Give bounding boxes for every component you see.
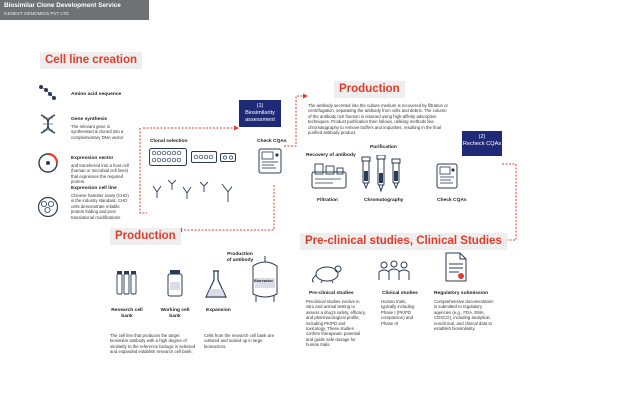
production-desc-right: Cells from the research cell bank are cu… (204, 333, 274, 349)
expression-vector-desc: and transferred into a host cell (human … (71, 163, 129, 185)
check-cqas-label-1: Check CQAs (257, 139, 287, 144)
gene-synthesis-desc: The relevant gene is synthesised & clone… (71, 124, 124, 140)
clinical-title: Clinical studies (382, 291, 418, 296)
expression-cell-line-desc: Chinese hamster ovary (CHO) is the indus… (71, 193, 129, 220)
research-cell-bank-icon (116, 271, 137, 295)
plasmid-vector-icon (38, 152, 59, 173)
clinical-desc: Human trials, typically including Phase … (381, 299, 415, 326)
antibody-cluster-icon (152, 180, 232, 202)
expression-vector-title: Expression vector (71, 156, 114, 161)
analyzer-icon-1 (258, 148, 282, 174)
gene-synthesis-title: Gene synthesis (71, 117, 108, 122)
clinical-people-icon (378, 260, 410, 280)
recheck-number: (2) (478, 134, 486, 140)
preclinical-title: Pre-clinical studies (309, 291, 354, 296)
arrow-check-to-production-bottom (177, 185, 275, 233)
working-cell-bank-label: Working cell bank (160, 308, 190, 319)
filtration-label: Filtration (317, 198, 338, 203)
research-cell-bank-label: Research cell bank (111, 308, 143, 319)
amino-acid-label: Amino acid sequence (71, 92, 122, 97)
biosimilarity-number: (1) (256, 103, 264, 109)
bioreactor-label: Bioreactor (254, 279, 273, 283)
well-plate-tiny-icon (220, 153, 236, 162)
section-title-cell-line: Cell line creation (40, 52, 143, 69)
production-desc-left: The cell line that produces the target b… (110, 333, 196, 355)
biosimilarity-label: Biosimilarity assessment (245, 110, 275, 123)
production-of-antibody-label: Production of antibody (226, 252, 254, 263)
clonal-selection-label: Clonal selection (150, 139, 188, 144)
analyzer-icon-2 (436, 163, 458, 189)
cell-culture-icon (37, 196, 59, 218)
preclinical-desc: Preclinical studies involve in vitro and… (306, 299, 366, 348)
expansion-label: Expansion (206, 308, 231, 313)
section-title-preclinical: Pre-clinical studies, Clinical Studies (300, 233, 507, 250)
bioreactor-icon (252, 256, 278, 302)
check-cqas-label-2: Check CQAs (437, 198, 467, 203)
arrow-recheck-to-preclinical (487, 163, 517, 243)
working-cell-bank-icon (167, 270, 183, 297)
recheck-badge: (2) Recheck CQAs (462, 131, 502, 156)
production-description: The antibody secreted into the culture m… (308, 103, 448, 136)
header-title: Biosimilar Clone Development Service (4, 2, 121, 9)
biosimilarity-badge: (1) Biosimilarity assessment (239, 100, 281, 127)
amino-acid-icon (39, 85, 56, 100)
expansion-flask-icon (205, 270, 227, 298)
regulatory-desc: Comprehensive documentation is submitted… (434, 299, 494, 332)
expression-cell-line-title: Expression cell line (71, 186, 117, 191)
chromatography-icon (361, 155, 401, 193)
well-plate-small-icon (191, 151, 217, 163)
recovery-label: Recovery of antibody (306, 153, 356, 158)
header-company: GENEXT GENOMICS PVT LTD (4, 11, 69, 16)
arrow-cell-to-clonal (139, 128, 147, 214)
filtration-icon (311, 163, 347, 189)
dna-icon (40, 114, 56, 134)
purification-label: Purification (370, 145, 397, 150)
well-plate-icon (149, 148, 187, 166)
chromatography-label: Chromatography (364, 198, 404, 203)
arrow-check-to-production (284, 93, 308, 147)
lab-mouse-icon (312, 265, 342, 283)
section-title-production-bottom: Production (110, 228, 181, 245)
header-banner: Biosimilar Clone Development Service GEN… (0, 0, 149, 20)
regulatory-title: Regulatory submission (434, 291, 489, 296)
regulatory-document-icon (445, 252, 467, 282)
section-title-production-top: Production (334, 81, 405, 98)
recheck-label: Recheck CQAs (462, 141, 502, 147)
